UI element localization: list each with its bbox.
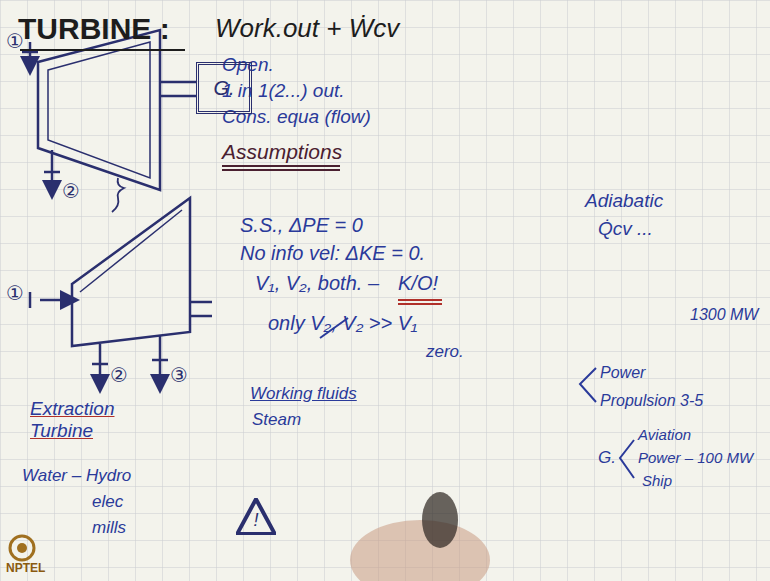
note: Q̇cv ... — [598, 218, 653, 240]
generator-box: G. — [196, 62, 252, 114]
note: No info vel: ΔKE = 0. — [240, 242, 425, 265]
note: G. — [598, 448, 616, 468]
note: 1300 MW — [690, 306, 758, 324]
note: Adiabatic — [585, 190, 663, 212]
nptel-logo — [10, 536, 34, 560]
note: only V₂, V₂ >> V₁ — [268, 312, 417, 335]
hand-shadow — [350, 492, 490, 581]
callout-number: ③ — [170, 364, 188, 387]
note: Power – 100 MW — [638, 449, 753, 466]
note: Cons. equa (flow) — [222, 106, 371, 128]
note: V₁, V₂, both. – — [255, 272, 379, 295]
note: Power — [600, 364, 645, 382]
note: Aviation — [638, 426, 691, 443]
callout-number: ② — [110, 364, 128, 387]
note: Working fluids — [250, 384, 357, 404]
note: Steam — [252, 410, 301, 430]
section-heading: Assumptions — [222, 140, 342, 164]
callout-number: ② — [62, 180, 80, 203]
section-heading: Extraction Turbine — [30, 398, 140, 442]
note: Propulsion 3-5 — [600, 392, 703, 410]
extraction-turbine-symbol — [30, 178, 212, 384]
turbine-symbol — [22, 30, 196, 190]
logo-text: NPTEL — [6, 562, 45, 576]
node-text: ! — [236, 502, 276, 531]
note: S.S., ΔPE = 0 — [240, 214, 363, 237]
note: Ship — [642, 472, 672, 489]
note: mills — [92, 518, 126, 538]
node-text: G. — [199, 77, 249, 100]
note: Water – Hydro — [22, 466, 131, 486]
note: 1 in 1(2...) out. — [222, 80, 345, 102]
note: zero. — [426, 342, 464, 362]
warning-triangle: ! — [236, 498, 276, 535]
equation: Work.out + Ẇcv — [215, 14, 399, 44]
callout-number: ① — [6, 282, 24, 305]
ink-marks — [20, 50, 634, 478]
callout-number: ① — [6, 30, 24, 53]
note: K/O! — [398, 272, 438, 295]
note: elec — [92, 492, 123, 512]
heading: TURBINE : — [18, 12, 170, 47]
